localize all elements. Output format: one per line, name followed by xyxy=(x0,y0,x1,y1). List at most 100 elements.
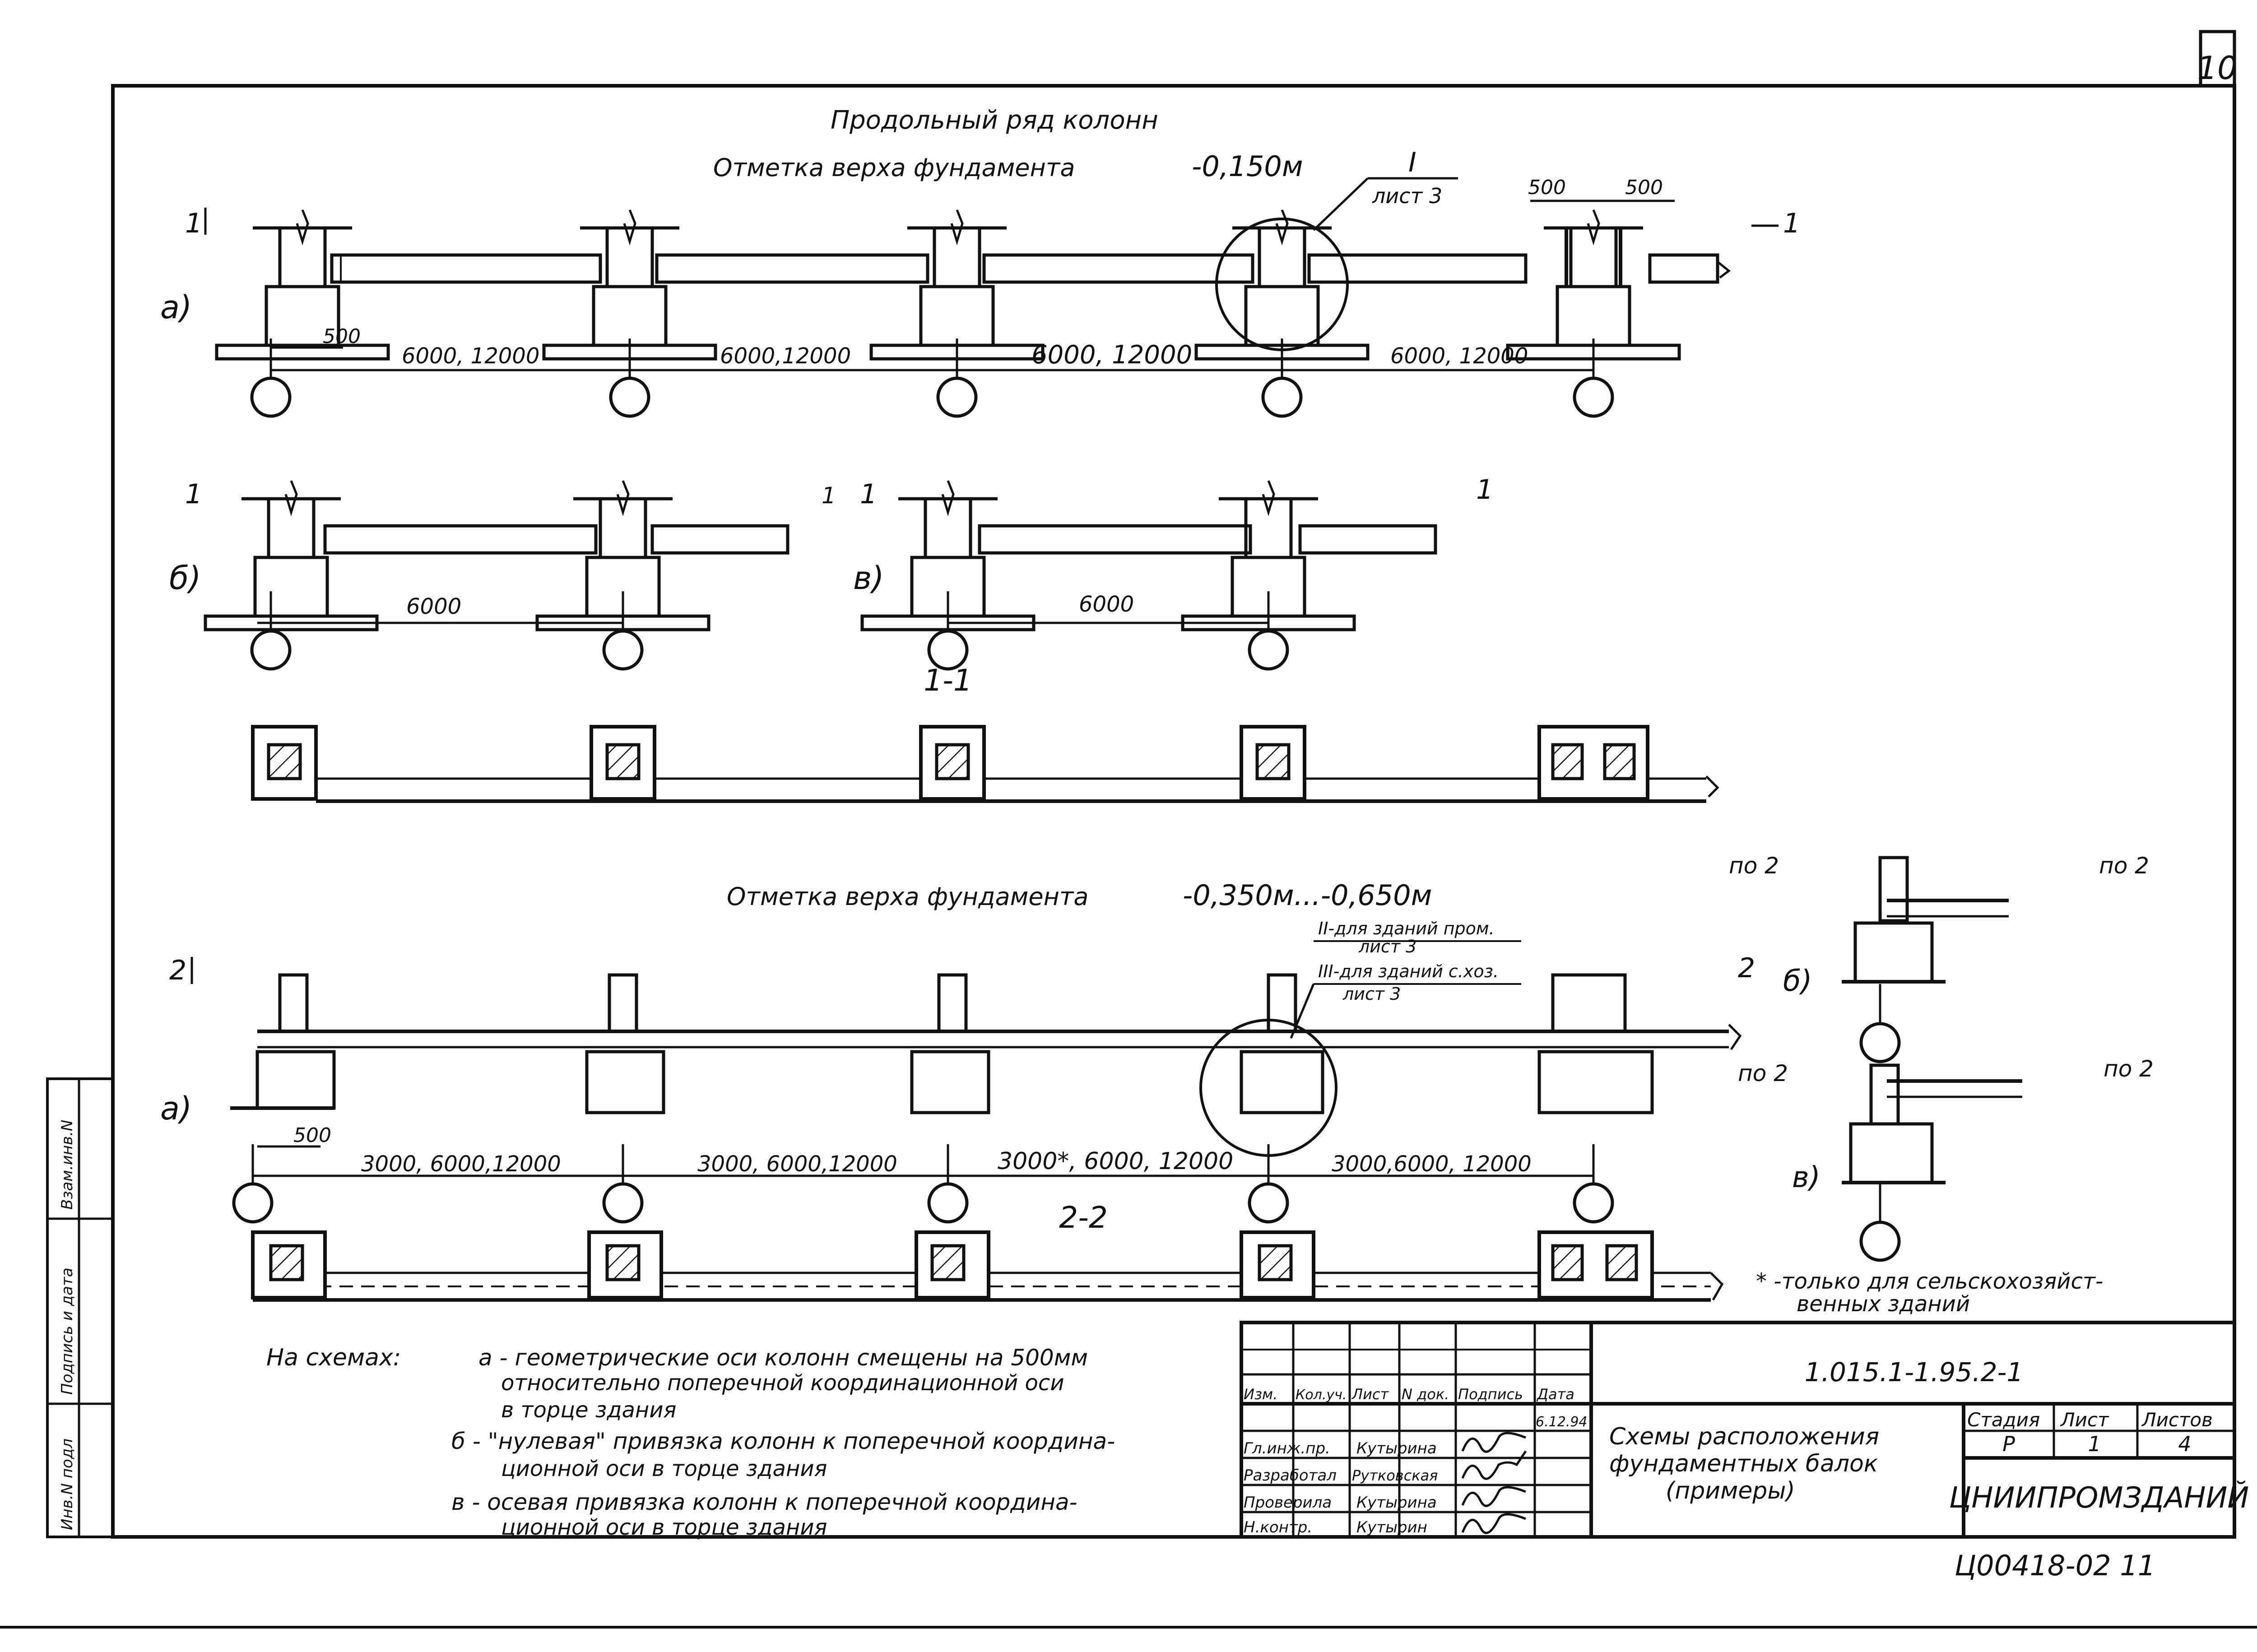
variant-label-a-bottom: а) xyxy=(160,1090,192,1127)
detail-b-small xyxy=(1842,856,2009,1062)
section-mark-1-left: 1 xyxy=(185,208,202,239)
footnote-line1: * -только для сельскохозяйст- xyxy=(1756,1269,2103,1294)
section-mark-1-right: 1 xyxy=(1783,208,1800,239)
side-mark-po2-top-left: по 2 xyxy=(1729,853,1779,879)
notes-block: На схемах: а - геометрические оси колонн… xyxy=(266,1344,1115,1540)
stamp-replace-label: Взам.инв.N xyxy=(58,1120,76,1210)
tb-header-kol: Кол.уч. xyxy=(1296,1387,1347,1403)
span-bottom-3: 3000*, 6000, 12000 xyxy=(998,1148,1233,1175)
variant-label-b: б) xyxy=(169,560,201,597)
section-mark-1-v-right: 1 xyxy=(1476,474,1493,506)
tb-sheet: 1 xyxy=(2088,1432,2101,1456)
tb-header-ndok: N док. xyxy=(1402,1386,1449,1403)
stamp-inv-label: Инв.N подл xyxy=(58,1439,76,1530)
side-mark-po2-bottom-left: по 2 xyxy=(1738,1060,1788,1086)
offset-500-top: 500 xyxy=(323,325,361,348)
plan-1-1 xyxy=(251,725,1719,803)
section-mark-2-left: 2 xyxy=(169,955,186,986)
section-mark-2-right: 2 xyxy=(1738,952,1755,984)
tb-header-date: Дата xyxy=(1536,1386,1574,1403)
note-a-1: а - геометрические оси колонн смещены на… xyxy=(478,1345,1088,1371)
bottom-elevation-caption: Отметка верха фундамента xyxy=(727,882,1088,911)
tb-header-list: Лист xyxy=(1351,1386,1389,1403)
stamp-sign-label: Подпись и дата xyxy=(58,1267,76,1395)
note-a-3: в торце здания xyxy=(501,1397,676,1423)
section-mark-1-b-right: 1 xyxy=(822,483,836,509)
callout-numeral-i: I xyxy=(1408,147,1416,178)
tb-stage-label: Стадия xyxy=(1967,1409,2040,1431)
variant-label-v-detail: в) xyxy=(1792,1161,1820,1194)
tb-title-3: (примеры) xyxy=(1666,1477,1795,1504)
callout-iii-line: III-для зданий с.хоз. xyxy=(1318,961,1499,981)
tb-organization: ЦНИИПРОМЗДАНИЙ xyxy=(1949,1480,2249,1515)
detail-circle-ii-iii xyxy=(1199,1019,1337,1157)
tb-sheet-label: Лист xyxy=(2060,1409,2109,1431)
top-title: Продольный ряд колонн xyxy=(831,106,1158,135)
tb-role-3: Проверила xyxy=(1244,1494,1332,1512)
note-a-2: относительно поперечной координационной … xyxy=(501,1370,1064,1396)
plan-2-2 xyxy=(251,1230,1724,1302)
sheet-number: 10 xyxy=(2197,50,2237,87)
tb-role-4: Н.контр. xyxy=(1244,1518,1312,1536)
callout-ii-line: II-для зданий пром. xyxy=(1318,919,1495,938)
tb-archive-code: Ц00418-02 11 xyxy=(1955,1549,2155,1582)
span-v: 6000 xyxy=(1079,592,1134,617)
span-b: 6000 xyxy=(406,594,461,619)
tb-stage: Р xyxy=(2002,1432,2015,1456)
tb-name-2: Рутковская xyxy=(1352,1467,1438,1484)
span-top-3: 6000, 12000 xyxy=(1031,340,1192,370)
tb-title-1: Схемы расположения xyxy=(1609,1423,1879,1450)
section-mark-1-v: 1 xyxy=(860,478,877,510)
span-bottom-2: 3000, 6000,12000 xyxy=(697,1151,897,1177)
double-column-top xyxy=(1508,210,1679,359)
tb-header-sign: Подпись xyxy=(1458,1386,1523,1403)
variant-b-frame: 6000 xyxy=(205,481,789,669)
span-top-1: 6000, 12000 xyxy=(402,343,539,369)
tb-sheets: 4 xyxy=(2178,1432,2191,1456)
tb-sheets-label: Листов xyxy=(2141,1409,2213,1431)
span-bottom-1: 3000, 6000,12000 xyxy=(361,1151,561,1177)
bottom-beam-row xyxy=(230,973,1742,1114)
notes-prefix: На схемах: xyxy=(266,1344,401,1371)
span-top-2: 6000,12000 xyxy=(720,343,851,369)
callout-ii-sheet: лист 3 xyxy=(1358,937,1416,956)
span-top-4: 6000, 12000 xyxy=(1390,343,1528,369)
footnote-line2: венных зданий xyxy=(1797,1291,1970,1317)
section-mark-1-b: 1 xyxy=(185,478,202,510)
note-b-2: ционной оси в торце здания xyxy=(501,1456,827,1481)
callout-sheet-ref: лист 3 xyxy=(1372,184,1442,208)
tb-doc-code: 1.015.1-1.95.2-1 xyxy=(1805,1357,2024,1387)
note-v-1: в - осевая привязка колонн к поперечной … xyxy=(451,1489,1077,1515)
tb-header-izm: Изм. xyxy=(1244,1386,1277,1403)
detail-v-small xyxy=(1842,1063,2022,1260)
top-beam-row xyxy=(330,253,1731,284)
top-elevation-caption: Отметка верха фундамента xyxy=(713,153,1075,182)
tb-date: 6.12.94 xyxy=(1536,1414,1588,1430)
title-block xyxy=(1240,1321,2236,1539)
variant-label-b-detail: б) xyxy=(1783,965,1812,998)
variant-label-v: в) xyxy=(853,560,884,597)
dim-500-left: 500 xyxy=(1528,176,1566,199)
tb-name-4: Кутырин xyxy=(1356,1518,1427,1536)
dim-500-right: 500 xyxy=(1625,176,1663,199)
note-b-1: б - "нулевая" привязка колонн к поперечн… xyxy=(451,1428,1115,1454)
section-title-1-1: 1-1 xyxy=(924,663,972,698)
side-stamp: Инв.N подл Подпись и дата Взам.инв.N xyxy=(46,1077,114,1538)
side-mark-po2-bottom-right: по 2 xyxy=(2104,1056,2154,1082)
tb-role-2: Разработал xyxy=(1244,1466,1337,1485)
span-bottom-4: 3000,6000, 12000 xyxy=(1332,1151,1532,1177)
tb-name-1: Кутырина xyxy=(1356,1439,1437,1457)
section-title-2-2: 2-2 xyxy=(1059,1200,1108,1235)
top-elevation-value: -0,150м xyxy=(1192,150,1303,183)
side-mark-po2-top-right: по 2 xyxy=(2099,853,2149,879)
offset-500-bottom: 500 xyxy=(293,1124,331,1147)
tb-name-3: Кутырина xyxy=(1356,1494,1437,1512)
note-v-2: ционной оси в торце здания xyxy=(501,1515,827,1540)
tb-title-2: фундаментных балок xyxy=(1609,1450,1878,1477)
signatures xyxy=(1461,1432,1527,1534)
tb-role-1: Гл.инж.пр. xyxy=(1244,1439,1330,1457)
variant-label-a-top: а) xyxy=(160,289,192,326)
variant-v-frame: 6000 xyxy=(862,481,1437,669)
bottom-elevation-value: -0,350м...-0,650м xyxy=(1183,879,1432,912)
